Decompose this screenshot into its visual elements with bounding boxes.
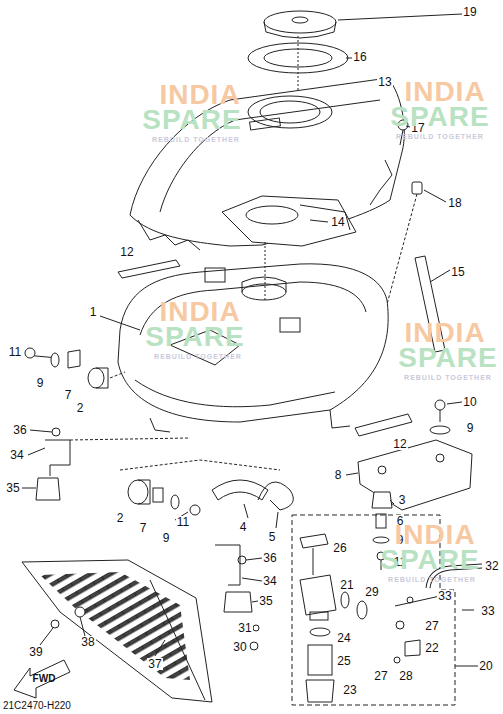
callout-number: 5	[268, 531, 277, 543]
callout-number: 39	[28, 646, 43, 658]
callout-number: 7	[139, 522, 148, 534]
watermark-tagline: REBUILD TOGETHER	[152, 136, 240, 143]
callout-number: 22	[424, 642, 439, 654]
callout-number: 10	[462, 396, 477, 408]
callout-number: 19	[462, 6, 477, 18]
callout-number: 9	[162, 532, 171, 544]
callout-number: 33	[437, 590, 452, 602]
callout-number: 2	[116, 512, 125, 524]
callout-number: 27	[424, 620, 439, 632]
direction-label: FWD	[33, 674, 56, 684]
callout-number: 1	[89, 306, 98, 318]
callout-number: 9	[36, 377, 45, 389]
callout-number: 15	[450, 266, 465, 278]
callout-number: 12	[119, 246, 134, 258]
callout-number: 30	[232, 641, 247, 653]
callout-number: 8	[334, 469, 343, 481]
callout-number: 27	[373, 670, 388, 682]
callout-number: 32	[484, 560, 499, 572]
watermark-text: SPARE	[380, 546, 479, 574]
callout-number: 34	[9, 449, 24, 461]
callout-number: 28	[398, 670, 413, 682]
watermark-tagline: REBUILD TOGETHER	[388, 576, 476, 583]
callout-number: 26	[332, 542, 347, 554]
callout-number: 14	[330, 216, 345, 228]
callout-number: 2	[76, 402, 85, 414]
callout-number: 31	[237, 622, 252, 634]
watermark-tagline: REBUILD TOGETHER	[154, 353, 242, 360]
watermark-text: SPARE	[142, 106, 241, 134]
watermark-text: INDIA	[159, 81, 240, 109]
callout-number: 21	[339, 579, 354, 591]
callout-number: 34	[262, 575, 277, 587]
callout-number: 18	[447, 197, 462, 209]
watermark-text: INDIA	[404, 78, 485, 106]
drawing-code: 21C2470-H220	[3, 701, 71, 711]
callout-number: 9	[466, 422, 475, 434]
callout-number: 4	[239, 521, 248, 533]
watermark-tagline: REBUILD TOGETHER	[396, 133, 484, 140]
callout-number: 35	[5, 482, 20, 494]
watermark-tagline: REBUILD TOGETHER	[404, 374, 492, 381]
callout-number: 35	[258, 595, 273, 607]
callout-number: 11	[8, 346, 22, 358]
callout-number: 20	[478, 660, 493, 672]
callout-number: 37	[147, 658, 162, 670]
callout-number: 16	[352, 51, 367, 63]
callout-number: 38	[80, 636, 95, 648]
callout-number: 11	[176, 516, 190, 528]
callout-number: 3	[398, 494, 407, 506]
callout-number: 23	[342, 684, 357, 696]
watermark-text: SPARE	[390, 103, 489, 131]
watermark-text: INDIA	[394, 521, 475, 549]
callout-number: 36	[262, 552, 277, 564]
watermark-text: SPARE	[145, 323, 244, 351]
watermark-text: INDIA	[404, 319, 485, 347]
callout-number: 24	[336, 632, 351, 644]
callout-number: 25	[336, 655, 351, 667]
watermark-text: INDIA	[159, 298, 240, 326]
callout-number: 29	[364, 586, 379, 598]
callout-number: 36	[12, 424, 27, 436]
callout-number: 33	[480, 605, 495, 617]
callout-number: 13	[377, 76, 392, 88]
callout-number: 7	[64, 389, 73, 401]
watermark-text: SPARE	[398, 344, 497, 372]
callout-number: 12	[392, 438, 407, 450]
